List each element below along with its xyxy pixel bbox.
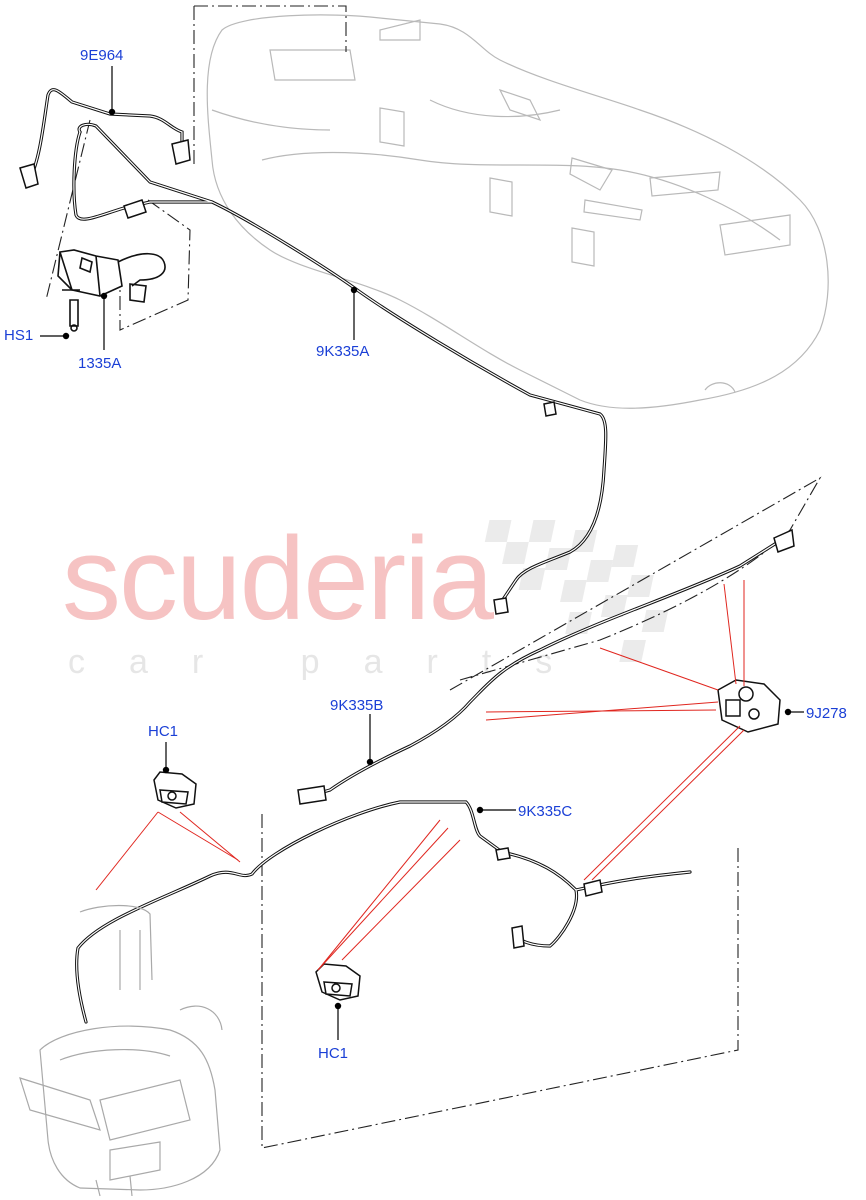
clip-9j278 [717, 679, 781, 733]
callout-lines [95, 580, 745, 971]
assembly-boundaries [45, 5, 822, 1149]
label-9k335b[interactable]: 9K335B [330, 697, 384, 714]
label-hc1-bottom[interactable]: HC1 [318, 1045, 349, 1062]
line-connectors [19, 139, 795, 949]
leader-lines [40, 66, 804, 1040]
clip-hc1-bottom [315, 963, 361, 1001]
pipe-9k335a [72, 122, 608, 606]
label-9k335a[interactable]: 9K335A [316, 343, 370, 360]
pipe-9k335c-inner [76, 801, 691, 1023]
label-9j278[interactable]: 9J278 [806, 705, 847, 722]
watermark-tagline: car parts [68, 643, 597, 681]
pipe-9e964-inner [29, 89, 183, 179]
label-hs1[interactable]: HS1 [4, 327, 34, 344]
clip-hc1-top [153, 771, 197, 809]
pipe-9k335b-inner [301, 541, 779, 799]
label-9k335c[interactable]: 9K335C [518, 803, 573, 820]
pipe-9k335a-inner [73, 123, 607, 605]
fuel-tank [206, 14, 829, 409]
purge-valve-1335a [57, 249, 166, 332]
leader-dots [62, 108, 792, 1010]
pipe-9k335c [75, 800, 692, 1024]
label-hc1-top[interactable]: HC1 [148, 723, 179, 740]
label-1335a[interactable]: 1335A [78, 355, 122, 372]
checkered-flag-watermark [484, 520, 669, 662]
label-9e964[interactable]: 9E964 [80, 47, 124, 64]
pipe-9e964 [28, 88, 184, 180]
watermark-brand: scuderia [62, 513, 494, 645]
evap-canister-assembly [19, 904, 223, 1197]
